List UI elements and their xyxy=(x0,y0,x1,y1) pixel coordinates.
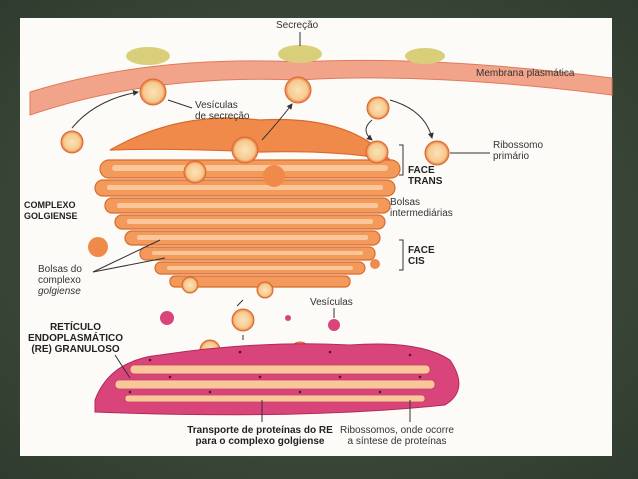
label-line: FACE xyxy=(408,165,435,176)
label-line: Bolsas do xyxy=(38,264,82,275)
label-line: complexo xyxy=(38,275,81,286)
label-line: Ribossomos, onde ocorre xyxy=(340,425,454,436)
label-line: de secreção xyxy=(195,111,250,122)
label-line: golgiense xyxy=(38,286,81,297)
label-line: Transporte de proteínas do RE xyxy=(187,425,333,436)
label-line: (RE) GRANULOSO xyxy=(31,344,120,355)
label-vesicles: Vesículas xyxy=(310,297,353,308)
label-plasma-membrane: Membrana plasmática xyxy=(476,68,575,79)
label-secretion: Secreção xyxy=(276,20,319,31)
label-line: Bolsas xyxy=(390,197,421,208)
label-line: FACE xyxy=(408,245,435,256)
label-line: ENDOPLASMÁTICO xyxy=(28,333,123,344)
label-line: para o complexo golgiense xyxy=(195,436,325,447)
label-line: Vesículas xyxy=(195,100,238,111)
label-line: TRANS xyxy=(408,176,443,187)
label-line: GOLGIENSE xyxy=(24,211,78,221)
label-line: intermediárias xyxy=(390,208,453,219)
vesicles xyxy=(60,76,450,363)
label-line: CIS xyxy=(408,256,425,267)
secretion-clusters xyxy=(126,45,445,65)
label-line: RETÍCULO xyxy=(49,322,102,333)
label-line: Ribossomo xyxy=(493,140,544,151)
ribosome-dots xyxy=(128,350,422,394)
label-line: COMPLEXO xyxy=(24,200,76,210)
plasma-membrane xyxy=(29,59,613,116)
label-line: a síntese de proteínas xyxy=(347,436,447,447)
rough-er xyxy=(94,343,460,416)
label-line: primário xyxy=(493,151,530,162)
